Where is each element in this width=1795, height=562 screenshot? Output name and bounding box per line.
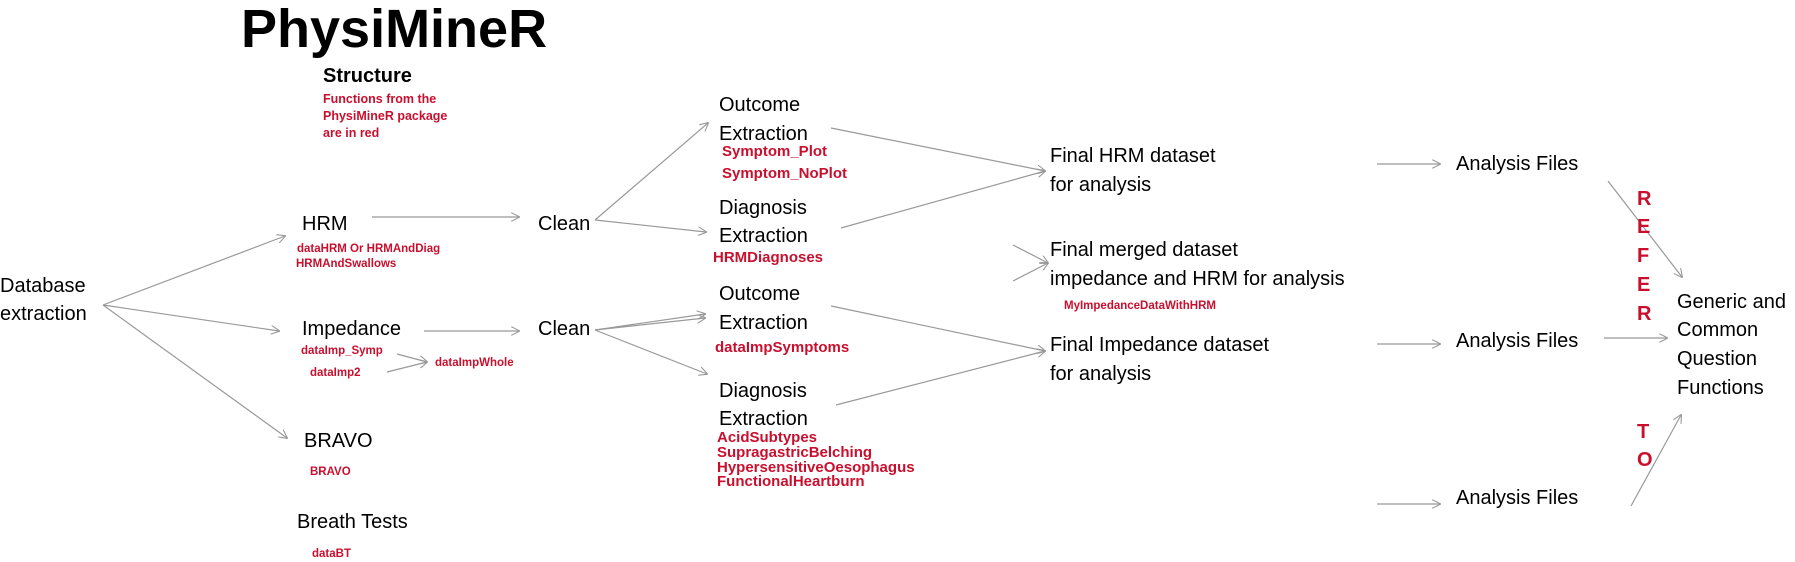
diagnosis-hrm-fn: HRMDiagnoses [713, 249, 824, 266]
arrow-merged-a [1012, 244, 1048, 263]
final-merged-line-2: impedance and HRM for analysis [1050, 268, 1345, 290]
arrow-outcome-finalhrm [830, 127, 1045, 171]
to-letter-o: O [1637, 449, 1653, 471]
outcome-imp-line-1: Outcome [719, 283, 801, 305]
generic-line-2: Common [1677, 319, 1759, 341]
generic-line-3: Question [1677, 348, 1758, 370]
arrow-db-hrm [102, 236, 285, 306]
refer-letter-e2: E [1637, 274, 1651, 296]
arrow-imp2-impwhole [386, 362, 427, 373]
final-imp-line-1: Final Impedance dataset [1050, 334, 1270, 356]
generic-line-1: Generic and [1677, 291, 1786, 313]
arrow-clean-diagnosis-imp [594, 329, 707, 374]
breath-tests-fn: dataBT [312, 548, 351, 560]
outcome-hrm-line-2: Extraction [719, 123, 808, 145]
structure-note-line-3: are in red [323, 126, 380, 140]
analysis-files-1: Analysis Files [1456, 153, 1579, 175]
diagnosis-imp-fn-2: SupragastricBelching [717, 444, 873, 461]
arrow-clean-diagnosis-hrm [594, 219, 706, 232]
impedance-label: Impedance [302, 318, 401, 340]
refer-letter-f: F [1637, 245, 1650, 267]
diagnosis-imp-line-2: Extraction [719, 408, 808, 430]
page-title: PhysiMineR [241, 0, 548, 59]
breath-tests-label: Breath Tests [297, 511, 408, 533]
structure-note-line-2: PhysiMineR package [323, 109, 448, 123]
impedance-fn-1: dataImp_Symp [301, 345, 383, 357]
to-letter-t: T [1637, 421, 1650, 443]
arrow-impsymp-impwhole [396, 353, 427, 362]
final-imp-line-2: for analysis [1050, 363, 1152, 385]
arrow-diagnosis-finalhrm [840, 171, 1045, 229]
bravo-label: BRAVO [304, 430, 373, 452]
structure-note-line-1: Functions from the [323, 92, 437, 106]
diagnosis-imp-fn-4: FunctionalHeartburn [717, 473, 865, 490]
final-hrm-line-2: for analysis [1050, 174, 1152, 196]
final-merged-fn: MyImpedanceDataWithHRM [1064, 300, 1216, 312]
outcome-hrm-line-1: Outcome [719, 94, 801, 116]
impedance-fn-2: dataImp2 [310, 367, 361, 379]
arrow-clean-outcome-imp-2 [594, 318, 705, 331]
final-hrm-line-1: Final HRM dataset [1050, 145, 1216, 167]
diagnosis-imp-fn-1: AcidSubtypes [717, 429, 818, 446]
diagnosis-imp-line-1: Diagnosis [719, 380, 807, 402]
refer-letter-r2: R [1637, 303, 1652, 325]
clean-impedance-label: Clean [538, 318, 591, 340]
diagnosis-hrm-line-2: Extraction [719, 225, 808, 247]
diagnosis-imp-fn-3: HypersensitiveOesophagus [717, 459, 915, 476]
refer-letter-e1: E [1637, 216, 1651, 238]
arrow-outcome-finalimp [830, 305, 1045, 351]
analysis-files-3: Analysis Files [1456, 487, 1579, 509]
hrm-label: HRM [302, 213, 348, 235]
final-merged-line-1: Final merged dataset [1050, 239, 1238, 261]
database-label-line-1: Database [0, 275, 86, 297]
arrow-diagnosis-finalimp [835, 351, 1045, 406]
hrm-fn-2: HRMAndSwallows [296, 258, 397, 270]
impedance-fn-3: dataImpWhole [435, 357, 514, 369]
arrow-clean-outcome-imp [594, 314, 705, 331]
refer-letter-r1: R [1637, 188, 1652, 210]
diagnosis-hrm-line-1: Diagnosis [719, 197, 807, 219]
outcome-imp-line-2: Extraction [719, 312, 808, 334]
hrm-fn-1: dataHRM Or HRMAndDiag [297, 243, 441, 255]
generic-line-4: Functions [1677, 377, 1764, 399]
outcome-hrm-fn-2: Symptom_NoPlot [722, 165, 848, 182]
structure-heading: Structure [323, 65, 412, 87]
arrow-db-bravo [102, 304, 287, 438]
arrow-clean-outcome-hrm [594, 123, 708, 221]
outcome-imp-fn: dataImpSymptoms [715, 339, 850, 356]
arrow-merged-b [1012, 263, 1048, 282]
bravo-fn: BRAVO [310, 466, 351, 478]
arrow-analysis3-generic [1630, 415, 1681, 507]
arrow-analysis1-generic [1607, 180, 1682, 277]
outcome-hrm-fn-1: Symptom_Plot [722, 143, 828, 160]
analysis-files-2: Analysis Files [1456, 330, 1579, 352]
clean-hrm-label: Clean [538, 213, 591, 235]
arrow-db-impedance [102, 304, 279, 331]
database-label-line-2: extraction [0, 303, 87, 325]
